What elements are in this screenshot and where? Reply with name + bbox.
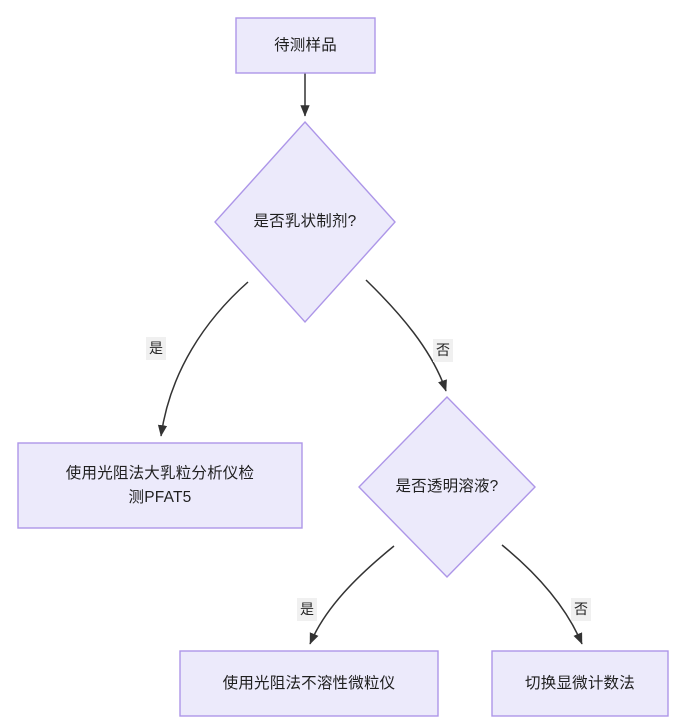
node-decision-emulsion[interactable]: [214, 120, 396, 324]
node-action-particle[interactable]: [179, 650, 439, 717]
edge-decision-clear-no-to-action-microscope: [501, 544, 583, 645]
edge-decision-clear-yes-to-action-particle: [309, 545, 395, 645]
edge-label-emulsion-yes: 是: [146, 337, 166, 360]
edge-decision-emulsion-yes-to-action-pfat5: [157, 281, 249, 437]
edge-label-clear-yes: 是: [297, 598, 317, 621]
node-action-microscope[interactable]: [491, 650, 669, 717]
edge-label-clear-no: 否: [571, 598, 591, 621]
node-decision-clear[interactable]: [358, 395, 536, 579]
edge-decision-emulsion-no-to-decision-clear: [365, 279, 447, 392]
node-action-pfat5[interactable]: [17, 442, 303, 529]
edge-label-emulsion-no: 否: [433, 339, 453, 362]
node-start[interactable]: [235, 17, 376, 74]
